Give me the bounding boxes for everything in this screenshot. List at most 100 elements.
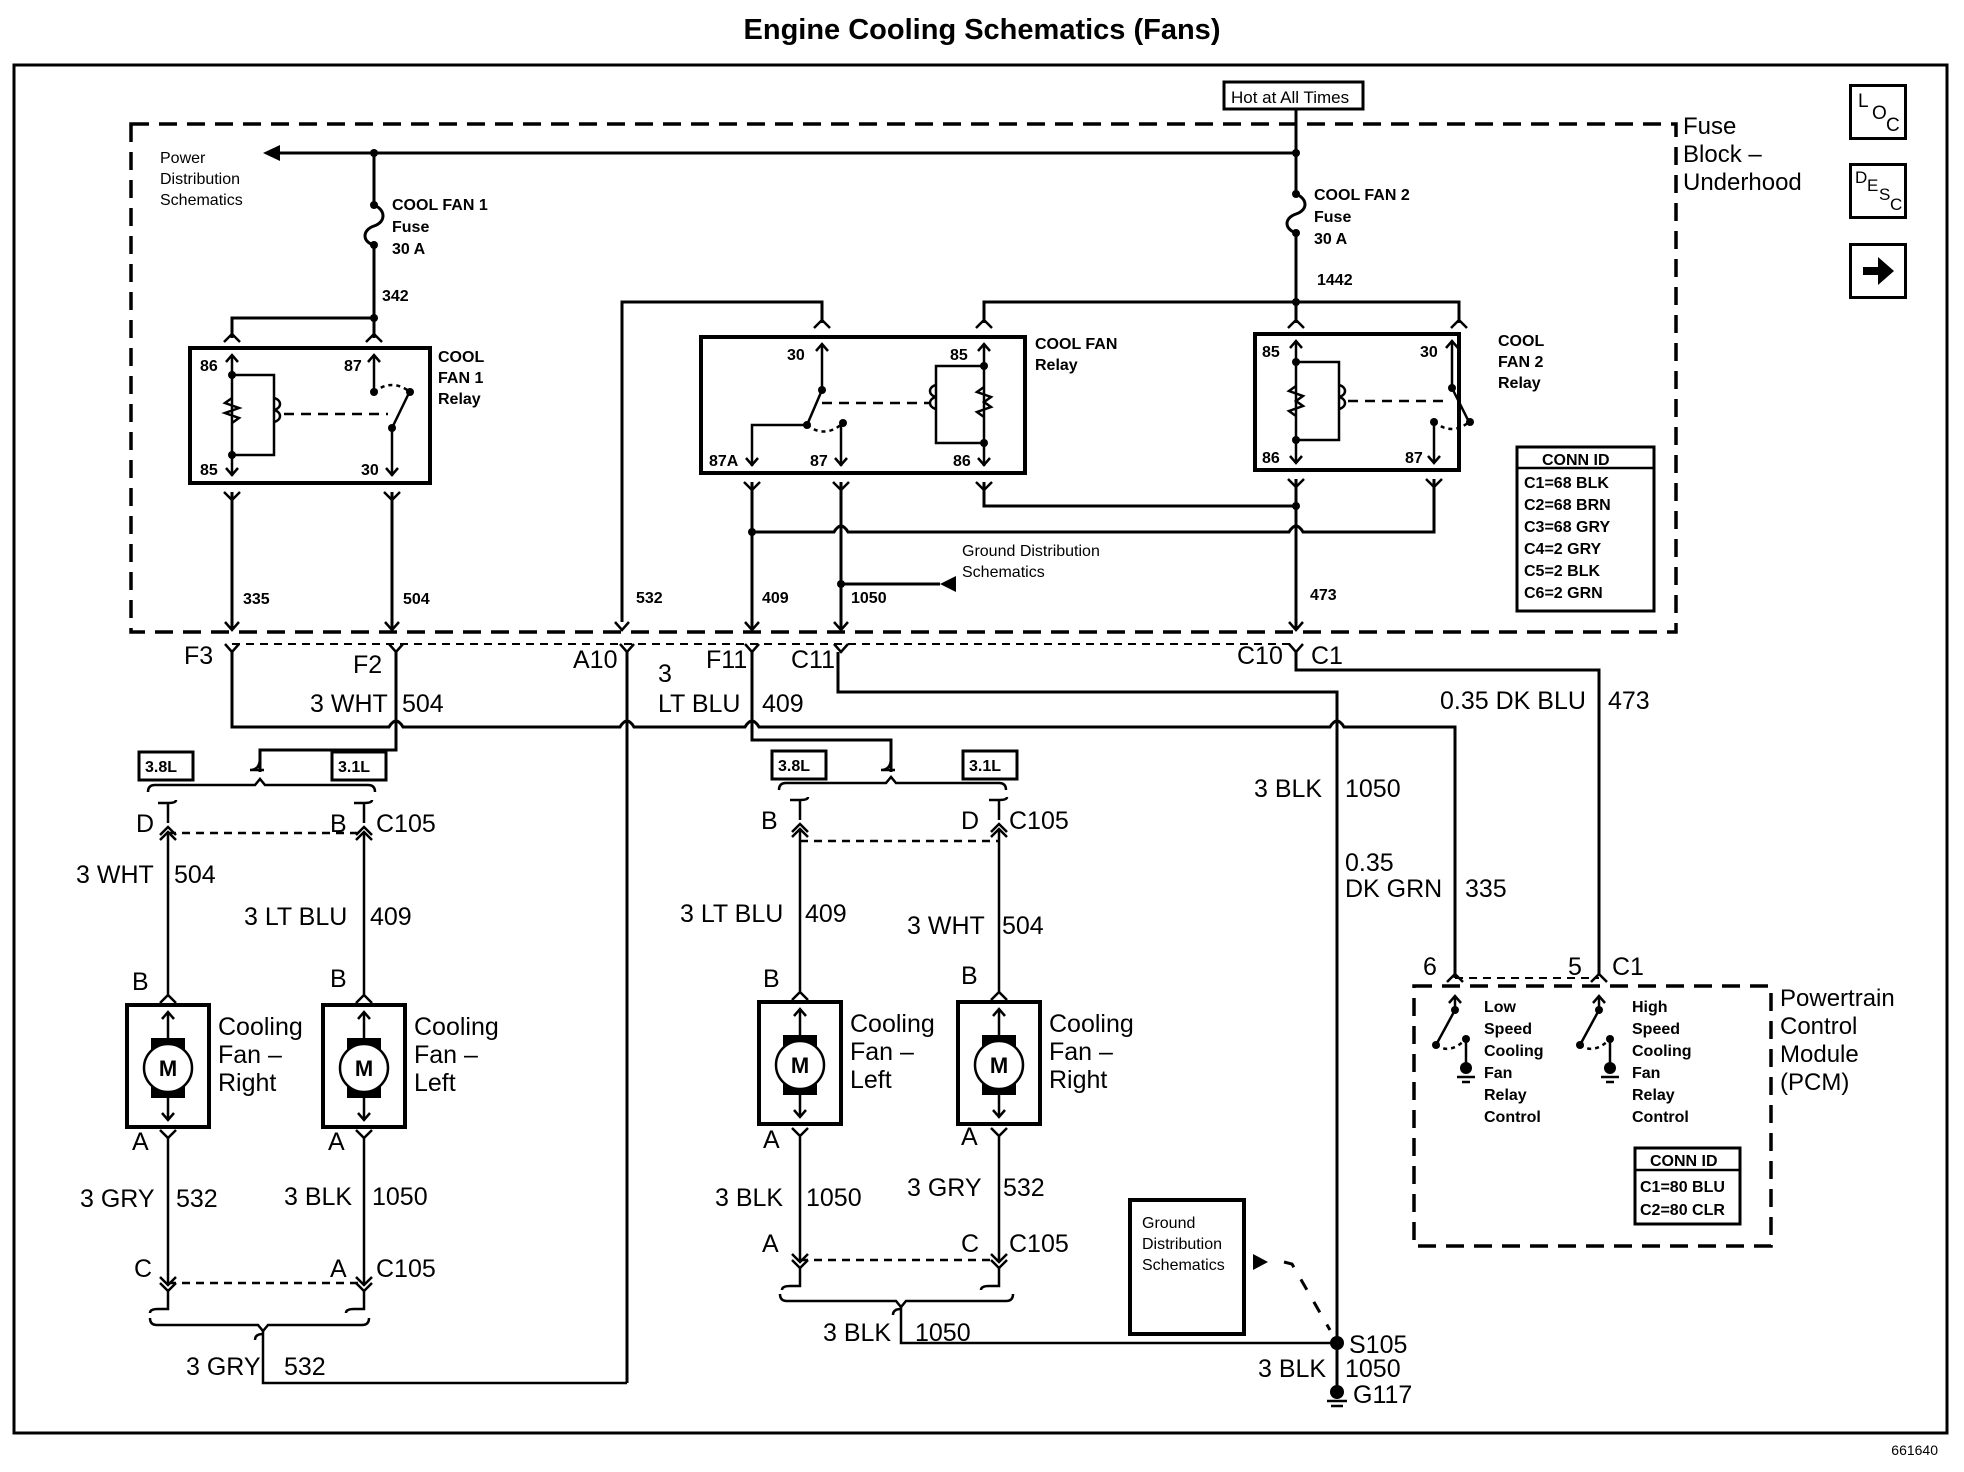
relay2-label: COOL FAN 2 Relay xyxy=(1498,333,1544,392)
svg-text:B: B xyxy=(330,965,347,993)
svg-text:Schematics: Schematics xyxy=(1142,1257,1225,1274)
relay1-pin-86: 86 xyxy=(200,358,218,375)
svg-text:Ground: Ground xyxy=(1142,1215,1195,1232)
engine-3-1l-badge: 3.1L xyxy=(338,759,370,776)
connector-c105-lower: C105 xyxy=(376,1255,436,1283)
low-speed-control-label: Low Speed Cooling Fan Relay Control xyxy=(1484,999,1544,1126)
wire-335-gauge: 0.35 xyxy=(1345,849,1394,877)
pcm-conn-id-table: CONN ID C1=80 BLU C2=80 CLR xyxy=(1633,1146,1742,1226)
relay1-pin-87: 87 xyxy=(344,358,362,375)
svg-text:A: A xyxy=(328,1128,345,1156)
power-dist-arrow-icon xyxy=(263,145,280,161)
svg-text:532: 532 xyxy=(176,1185,218,1213)
relay2-pin-30: 30 xyxy=(1420,344,1438,361)
svg-text:C: C xyxy=(134,1255,152,1283)
connector-c105-lower: C105 xyxy=(1009,1230,1069,1258)
wire-409-gauge: 3 xyxy=(658,660,672,688)
wire-504-circuit: 504 xyxy=(402,690,444,718)
outer-border xyxy=(12,63,1949,1435)
fan-label-line: Cooling xyxy=(1049,1010,1134,1038)
fuse-block-label: Fuse Block – Underhood xyxy=(1683,113,1802,196)
power-distribution-ref: Power Distribution Schematics xyxy=(160,150,243,209)
loc-letter-o: O xyxy=(1872,103,1887,124)
pcm-pin-6: 6 xyxy=(1423,953,1437,981)
wire-335-color: DK GRN xyxy=(1345,875,1442,903)
circuit-1050: 1050 xyxy=(851,590,887,607)
circuit-335: 335 xyxy=(243,591,270,608)
svg-text:COOL: COOL xyxy=(1498,333,1544,350)
engine-3-1l-badge: 3.1L xyxy=(969,758,1001,775)
svg-text:COOL FAN: COOL FAN xyxy=(1035,336,1117,353)
pcm-pin-5: 5 xyxy=(1568,953,1582,981)
harness-wires xyxy=(230,652,1601,1383)
cool-fan-2-fuse xyxy=(1285,153,1307,302)
svg-text:Relay: Relay xyxy=(1498,375,1541,392)
left-fan-group-lower: A A 3 GRY 532 3 BLK 1050 C A C105 3 GRY … xyxy=(80,1128,627,1385)
motor-icon xyxy=(774,1039,826,1091)
fan-label-line: Fan – xyxy=(218,1041,282,1069)
mid-fan-group: 3.8L 3.1L B D C105 3 LT BLU 409 3 WHT 50… xyxy=(680,749,1069,1001)
desc-button[interactable]: D E S C xyxy=(1849,163,1907,219)
svg-text:504: 504 xyxy=(1002,912,1044,940)
pcm-connector-c1: C1 xyxy=(1612,953,1644,981)
svg-text:Low: Low xyxy=(1484,999,1517,1016)
svg-text:409: 409 xyxy=(805,900,847,928)
circuit-532: 532 xyxy=(636,590,663,607)
ground-label: G117 xyxy=(1353,1381,1412,1409)
svg-text:C: C xyxy=(961,1230,979,1258)
fuse-block-conn-id-table: CONN ID C1=68 BLK C2=68 BRN C3=68 GRY C4… xyxy=(1515,445,1656,613)
svg-text:Power: Power xyxy=(160,150,206,167)
svg-text:1050: 1050 xyxy=(372,1183,428,1211)
svg-text:Schematics: Schematics xyxy=(160,192,243,209)
fan-label-line: Fan – xyxy=(850,1038,914,1066)
relay-mid-pin-85: 85 xyxy=(950,347,968,364)
desc-letter-e: E xyxy=(1867,176,1879,195)
svg-text:3 WHT: 3 WHT xyxy=(907,912,985,940)
svg-text:3 GRY: 3 GRY xyxy=(186,1353,261,1381)
next-button[interactable] xyxy=(1849,243,1907,299)
wire-409-color: LT BLU xyxy=(658,690,740,718)
relay1-pin-30: 30 xyxy=(361,462,379,479)
loc-button[interactable]: L O C xyxy=(1849,84,1907,140)
loc-letter-l: L xyxy=(1858,91,1869,112)
svg-text:Powertrain: Powertrain xyxy=(1780,985,1895,1012)
drawing-number: 661640 xyxy=(1891,1442,1938,1458)
svg-text:C5=2 BLK: C5=2 BLK xyxy=(1524,563,1600,580)
svg-text:Schematics: Schematics xyxy=(962,564,1045,581)
fan-label-line: Fan – xyxy=(414,1041,478,1069)
svg-text:Control: Control xyxy=(1484,1109,1541,1126)
relay1-label: COOL FAN 1 Relay xyxy=(438,349,484,408)
fan-label-line: Cooling xyxy=(850,1010,935,1038)
svg-text:Relay: Relay xyxy=(1035,357,1078,374)
svg-text:3 GRY: 3 GRY xyxy=(907,1174,982,1202)
fan-label-line: Left xyxy=(850,1066,892,1094)
motor-icon xyxy=(973,1039,1025,1091)
svg-text:3 BLK: 3 BLK xyxy=(823,1319,891,1347)
svg-text:Distribution: Distribution xyxy=(160,171,240,188)
svg-text:Relay: Relay xyxy=(438,391,481,408)
svg-text:1050: 1050 xyxy=(806,1184,862,1212)
wire-473-color: 0.35 DK BLU xyxy=(1440,687,1586,715)
svg-text:B: B xyxy=(330,810,347,838)
svg-text:Control: Control xyxy=(1632,1109,1689,1126)
svg-text:3 BLK: 3 BLK xyxy=(284,1183,352,1211)
svg-text:A: A xyxy=(132,1128,149,1156)
motor-icon xyxy=(338,1042,390,1094)
relay1-pin-85: 85 xyxy=(200,462,218,479)
ground-ref-arrow-icon xyxy=(1253,1254,1268,1270)
svg-text:3 BLK: 3 BLK xyxy=(1258,1355,1326,1383)
svg-text:C1=80 BLU: C1=80 BLU xyxy=(1640,1179,1725,1196)
svg-text:30 A: 30 A xyxy=(1314,231,1348,248)
splice-label: S105 xyxy=(1349,1331,1407,1359)
fan-label-line: Left xyxy=(414,1069,456,1097)
ground-distribution-box: Ground Distribution Schematics xyxy=(1128,1198,1246,1336)
wire-473-circuit: 473 xyxy=(1608,687,1650,715)
circuit-473: 473 xyxy=(1310,587,1337,604)
hot-at-all-times-box xyxy=(1222,80,1365,111)
pcm-ground-high-icon xyxy=(1604,1062,1616,1074)
fan-label-line: Fan – xyxy=(1049,1038,1113,1066)
circuit-1442: 1442 xyxy=(1317,272,1353,289)
svg-text:3 LT BLU: 3 LT BLU xyxy=(244,903,347,931)
